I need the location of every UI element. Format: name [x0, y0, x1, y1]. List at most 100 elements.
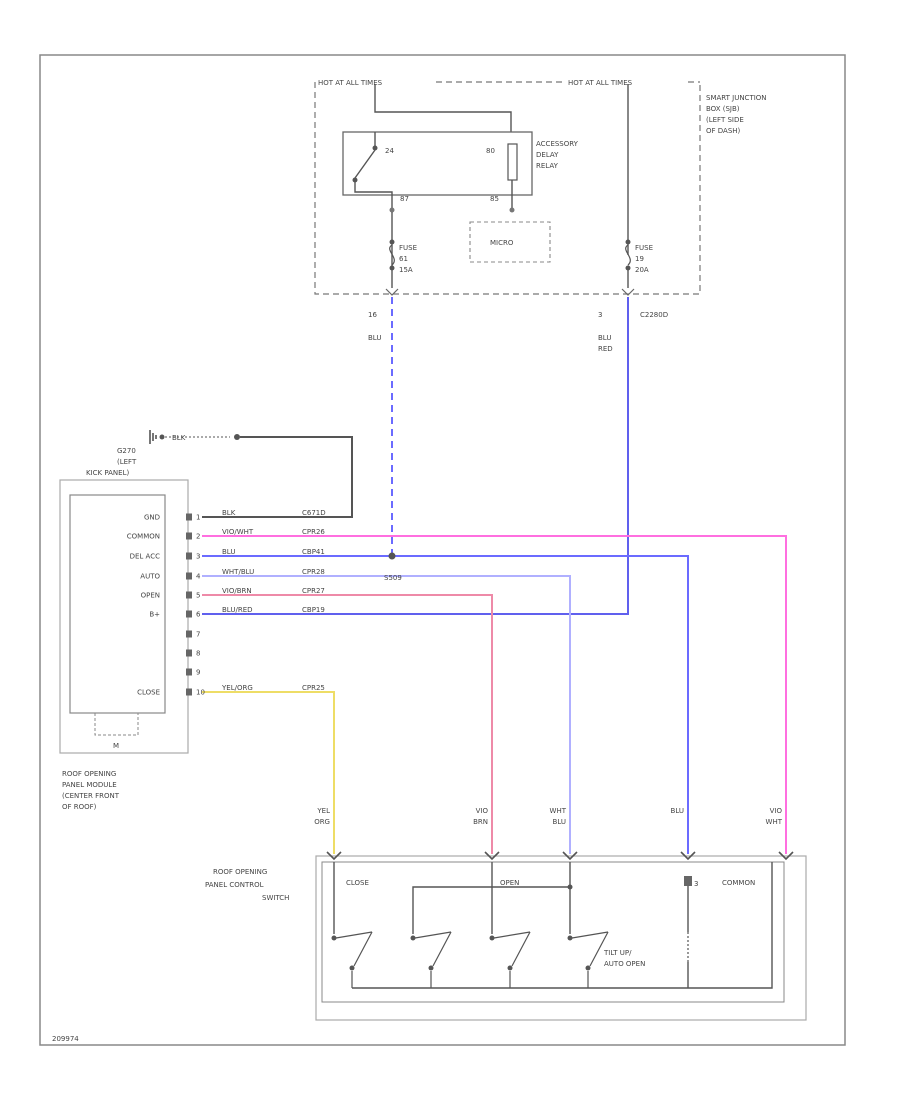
- module-caption-line-4: OF ROOF): [62, 803, 97, 811]
- module-caption-line-1: ROOF OPENING: [62, 770, 116, 778]
- fuse-19-label-line-1: FUSE: [635, 244, 653, 252]
- pin-terminal: [186, 610, 192, 618]
- switch-close-label: CLOSE: [346, 879, 369, 887]
- pin-circuit-id: CPR28: [302, 568, 325, 576]
- micro-label: MICRO: [490, 239, 514, 247]
- pin-terminal: [186, 513, 192, 521]
- roof-opening-panel-control-switch: ROOF OPENING PANEL CONTROL SWITCH CLOSE …: [205, 855, 807, 1021]
- switch-wire-color-label: BLU: [671, 807, 684, 815]
- relay-terminal-87: [389, 207, 395, 213]
- ground-label-line-3: KICK PANEL): [86, 469, 129, 477]
- switch-caption-line-1: ROOF OPENING: [213, 868, 267, 876]
- module-pin-8: 8: [186, 649, 200, 658]
- switch-wire-color-label: WHT: [550, 807, 567, 815]
- switch-contact-4: [567, 931, 609, 988]
- wire-blu-red: [202, 297, 629, 615]
- wire-blu-red-label-line-2: RED: [598, 345, 613, 353]
- ground-label-line-2: (LEFT: [117, 458, 137, 466]
- pin-circuit-id: CBP19: [302, 606, 325, 614]
- pin-terminal: [186, 572, 192, 580]
- relay-pin-87: 87: [400, 195, 409, 203]
- relay-pin-24: 24: [385, 147, 394, 155]
- pin-circuit-id: CPR26: [302, 528, 325, 536]
- switch-input-4: BLU: [671, 807, 696, 861]
- pin-terminal: [186, 532, 192, 540]
- switch-contact-1: [331, 931, 373, 988]
- pin-circuit-id: CPR25: [302, 684, 325, 692]
- switch-junction-open: [567, 884, 573, 890]
- fuse-19-terminal-bottom: [625, 265, 631, 271]
- sjb-terminal-16: [385, 288, 399, 296]
- pin-number: 1: [196, 514, 200, 522]
- relay-contact-bottom: [352, 177, 358, 183]
- pin-terminal: [186, 649, 192, 657]
- switch-wire-color-label: VIO: [770, 807, 783, 815]
- relay-coil: [507, 143, 518, 181]
- switch-open-label: OPEN: [500, 879, 519, 887]
- pin-number: 10: [196, 689, 205, 697]
- accessory-delay-relay: [342, 131, 533, 196]
- switch-input-terminal: [326, 851, 342, 861]
- sjb-label-line-3: (LEFT SIDE: [706, 116, 744, 124]
- pin-wire-color: VIO/BRN: [222, 587, 252, 595]
- diagram-frame: [39, 54, 846, 1046]
- wire-vio-wht: [202, 535, 787, 854]
- module-pin-1: GND 1 BLK C671D: [144, 509, 326, 522]
- module-caption-line-2: PANEL MODULE: [62, 781, 117, 789]
- sjb-label-line-4: OF DASH): [706, 127, 741, 135]
- pin-wire-color: VIO/WHT: [222, 528, 254, 536]
- pin-circuit-id: CPR27: [302, 587, 325, 595]
- pin-wire-color: WHT/BLU: [222, 568, 254, 576]
- wire-blu-red-label-line-1: BLU: [598, 334, 611, 342]
- pin-16-label: 16: [368, 311, 377, 319]
- fuse-61: [389, 244, 395, 266]
- sjb-label-line-2: BOX (SJB): [706, 105, 740, 113]
- switch-wire-color-label: YEL: [316, 807, 330, 815]
- pin-wire-color: BLK: [222, 509, 236, 517]
- switch-wire-color-label: WHT: [766, 818, 783, 826]
- hot-at-all-times-label-right: HOT AT ALL TIMES: [568, 79, 633, 87]
- switch-input-5: VIO WHT: [766, 807, 794, 861]
- motor-label: M: [113, 742, 119, 750]
- pin-3-label: 3: [598, 311, 602, 319]
- fuse-19-terminal-top: [625, 239, 631, 245]
- pin-terminal: [186, 591, 192, 599]
- fuse-19: [625, 244, 631, 266]
- relay-pin-80: 80: [486, 147, 495, 155]
- module-pin-9: 9: [186, 668, 200, 677]
- pin-function-label: B+: [149, 611, 160, 619]
- pin-function-label: OPEN: [141, 592, 160, 600]
- pin-wire-color: YEL/ORG: [221, 684, 253, 692]
- pin-function-label: COMMON: [127, 533, 160, 541]
- pin-number: 3: [196, 553, 200, 561]
- pin-number: 6: [196, 611, 201, 619]
- relay-label-line-3: RELAY: [536, 162, 559, 170]
- pin-function-label: GND: [144, 514, 160, 522]
- pin-circuit-id: C671D: [302, 509, 326, 517]
- pin-wire-color: BLU: [222, 548, 235, 556]
- ground-label-line-1: G270: [117, 447, 136, 455]
- fuse-61-terminal-bottom: [389, 265, 395, 271]
- switch-caption-line-3: SWITCH: [262, 894, 289, 902]
- switch-contact-2: [410, 931, 452, 988]
- fuse-61-terminal-top: [389, 239, 395, 245]
- pin-function-label: CLOSE: [137, 689, 160, 697]
- ground-g270: BLK G270 (LEFT KICK PANEL): [86, 430, 240, 477]
- connector-c2280d-label: C2280D: [640, 311, 668, 319]
- pin-number: 7: [196, 631, 200, 639]
- relay-pin-85: 85: [490, 195, 499, 203]
- switch-common-label: COMMON: [722, 879, 755, 887]
- wire-vio-brn: [202, 594, 493, 854]
- switch-input-terminal: [484, 851, 500, 861]
- splice-s509-label: S509: [384, 574, 402, 582]
- pin-terminal: [186, 668, 192, 676]
